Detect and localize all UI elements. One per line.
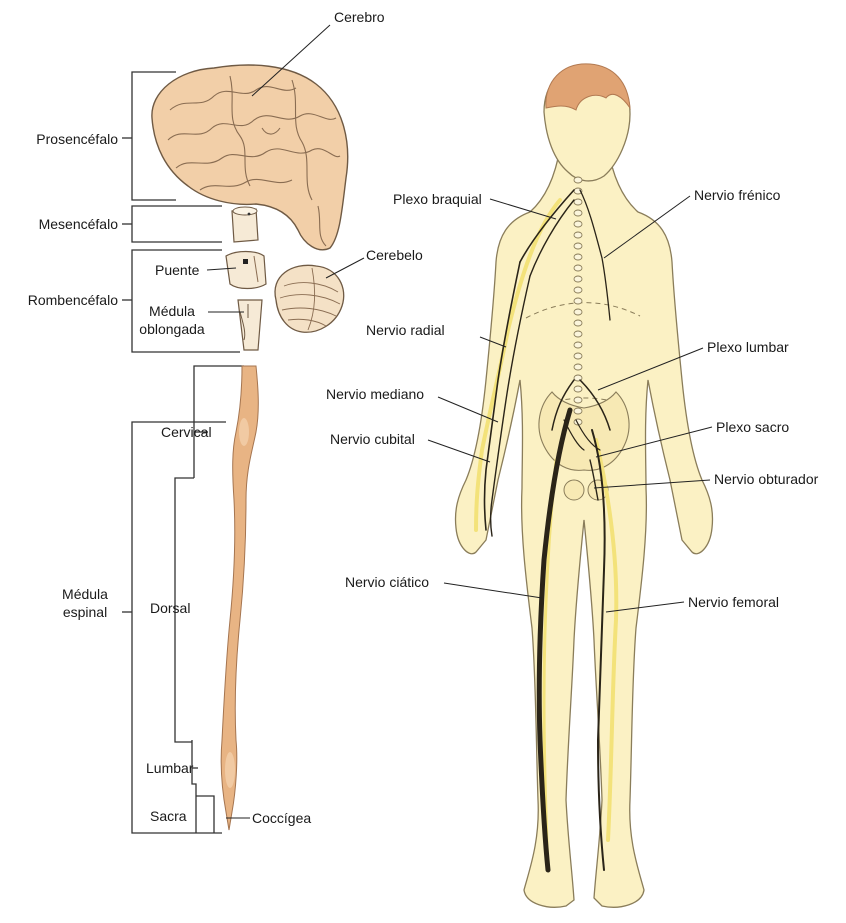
label-nervio-mediano: Nervio mediano	[326, 386, 424, 402]
label-cervical: Cervical	[161, 424, 212, 440]
mesencefalo-piece	[232, 207, 258, 242]
label-plexo-sacro: Plexo sacro	[716, 419, 789, 435]
label-plexo-braquial: Plexo braquial	[393, 191, 482, 207]
label-puente: Puente	[155, 262, 199, 278]
label-nervio-femoral: Nervio femoral	[688, 594, 779, 610]
label-mesencefalo: Mesencéfalo	[14, 216, 118, 232]
label-cerebro: Cerebro	[334, 9, 385, 25]
label-nervio-ciatico: Nervio ciático	[345, 574, 429, 590]
cerebelo-piece	[275, 265, 344, 332]
label-medula-oblongada-line1: Médula	[136, 303, 208, 319]
medula-oblongada-piece	[238, 300, 262, 350]
label-nervio-cubital: Nervio cubital	[330, 431, 415, 447]
label-prosencefalo: Prosencéfalo	[14, 131, 118, 147]
label-plexo-lumbar: Plexo lumbar	[707, 339, 789, 355]
label-coccigea: Coccígea	[252, 810, 311, 826]
vertebrae	[574, 177, 582, 425]
lumbar-bracket	[192, 740, 196, 833]
label-medula-espinal-line2: espinal	[50, 604, 120, 620]
puente-piece	[226, 252, 266, 289]
label-lumbar: Lumbar	[146, 760, 193, 776]
label-cerebelo: Cerebelo	[366, 247, 423, 263]
mesencefalo-bracket	[132, 206, 222, 242]
label-medula-oblongada-line2: oblongada	[136, 321, 208, 337]
label-rombencefalo: Rombencéfalo	[4, 292, 118, 308]
label-sacra: Sacra	[150, 808, 187, 824]
label-nervio-frenico: Nervio frénico	[694, 187, 780, 203]
label-dorsal: Dorsal	[150, 600, 190, 616]
label-nervio-obturador: Nervio obturador	[714, 471, 818, 487]
label-nervio-radial: Nervio radial	[366, 322, 445, 338]
label-medula-espinal-line1: Médula	[50, 586, 120, 602]
